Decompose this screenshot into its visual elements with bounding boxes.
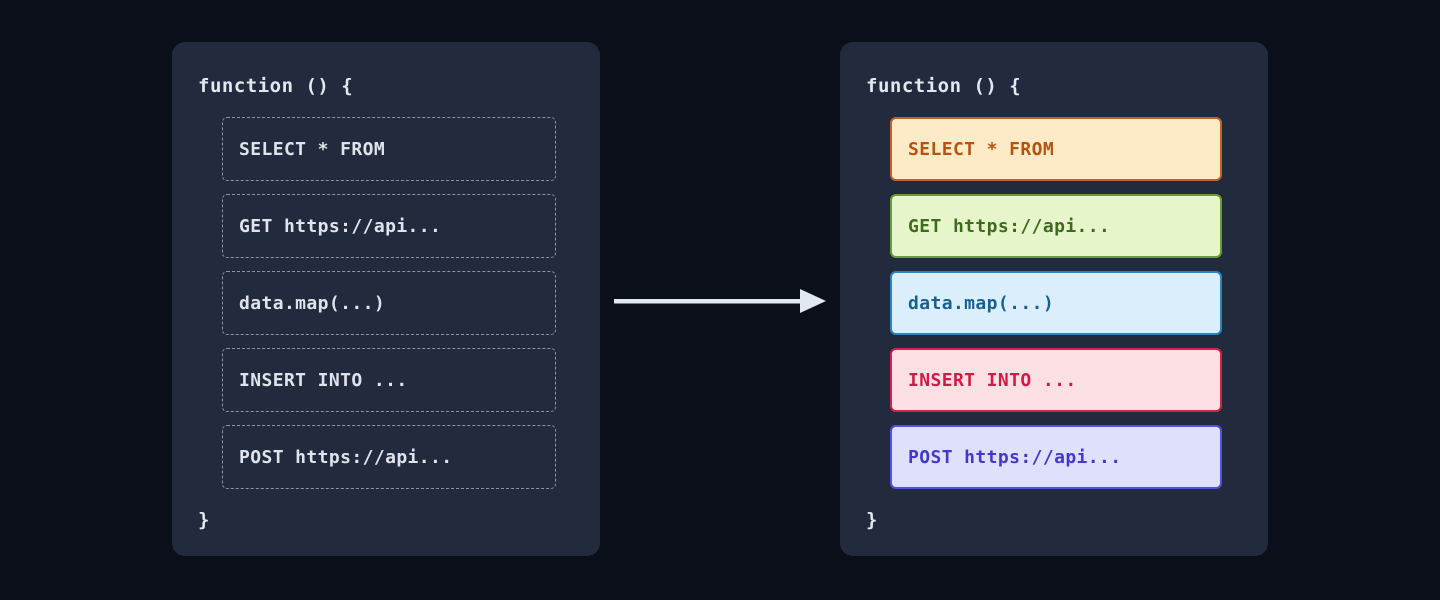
tagged-statement-list: SELECT * FROM GET https://api... data.ma… bbox=[890, 117, 1222, 489]
list-item[interactable]: INSERT INTO ... bbox=[890, 348, 1222, 412]
list-item[interactable]: INSERT INTO ... bbox=[222, 348, 556, 412]
statement-label: data.map(...) bbox=[239, 292, 386, 314]
untagged-statement-list: SELECT * FROM GET https://api... data.ma… bbox=[222, 117, 556, 489]
statement-label: SELECT * FROM bbox=[908, 138, 1055, 160]
untagged-code-panel: function () { SELECT * FROM GET https://… bbox=[172, 42, 600, 556]
tagged-code-panel: function () { SELECT * FROM GET https://… bbox=[840, 42, 1268, 556]
function-close-line: } bbox=[866, 509, 878, 531]
statement-label: INSERT INTO ... bbox=[908, 369, 1077, 391]
function-open-line: function () { bbox=[866, 75, 1022, 97]
arrow-right-icon bbox=[614, 289, 826, 313]
statement-label: SELECT * FROM bbox=[239, 138, 386, 160]
statement-label: POST https://api... bbox=[239, 446, 453, 468]
function-close-line: } bbox=[198, 509, 210, 531]
list-item[interactable]: GET https://api... bbox=[222, 194, 556, 258]
statement-label: data.map(...) bbox=[908, 292, 1055, 314]
list-item[interactable]: data.map(...) bbox=[222, 271, 556, 335]
statement-label: GET https://api... bbox=[239, 215, 442, 237]
statement-label: INSERT INTO ... bbox=[239, 369, 408, 391]
list-item[interactable]: SELECT * FROM bbox=[222, 117, 556, 181]
list-item[interactable]: POST https://api... bbox=[222, 425, 556, 489]
list-item[interactable]: GET https://api... bbox=[890, 194, 1222, 258]
transform-arrow bbox=[614, 287, 830, 319]
statement-label: POST https://api... bbox=[908, 446, 1122, 468]
list-item[interactable]: SELECT * FROM bbox=[890, 117, 1222, 181]
function-open-line: function () { bbox=[198, 75, 354, 97]
list-item[interactable]: data.map(...) bbox=[890, 271, 1222, 335]
list-item[interactable]: POST https://api... bbox=[890, 425, 1222, 489]
statement-label: GET https://api... bbox=[908, 215, 1111, 237]
